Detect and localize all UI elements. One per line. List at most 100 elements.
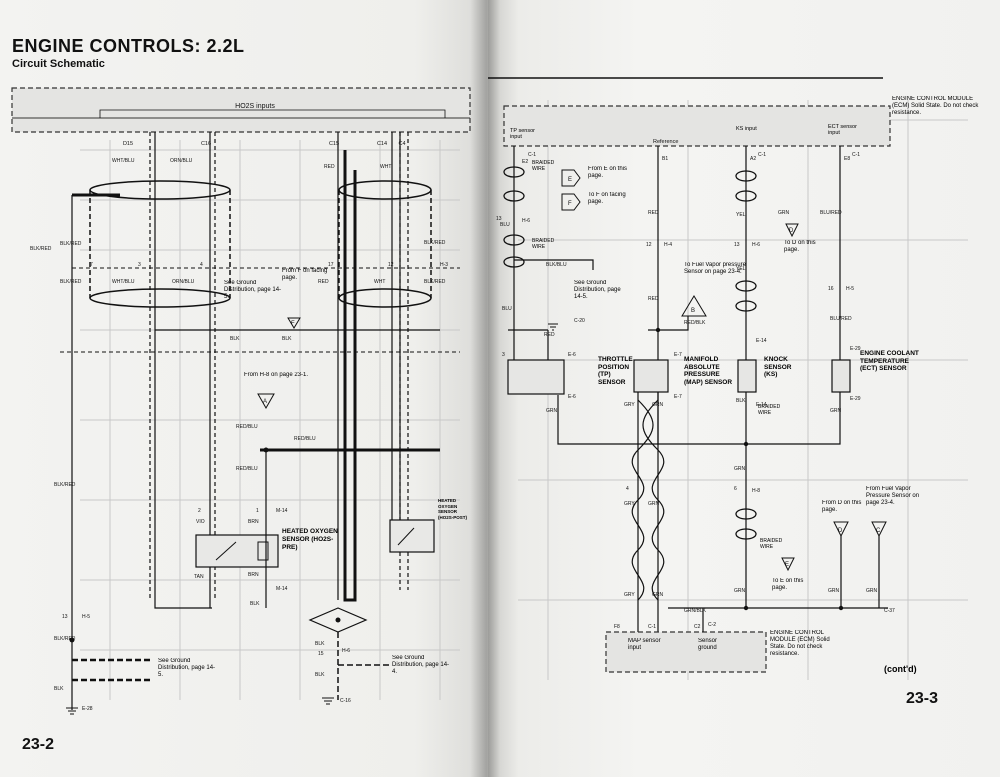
conn-code-e14-b: E-14	[756, 402, 767, 408]
note-from-d: From D on this page.	[822, 500, 862, 513]
wire-grn-1: GRN	[778, 210, 790, 216]
flag-f-label: F	[291, 321, 295, 327]
wire-grn-3: GRN	[652, 402, 664, 408]
flag-f-icon	[287, 317, 301, 329]
wire-red-blk: RED/BLK	[684, 320, 706, 326]
wire-red-r3: RED	[544, 332, 555, 338]
conn-num-4: 4	[200, 262, 203, 268]
pin-c16: C16	[201, 141, 211, 147]
flag-e-bottom-label: E	[785, 562, 789, 568]
flag-c-label: C	[876, 528, 881, 534]
ecm-bottom-label: ENGINE CONTROL MODULE (ECM) Solid State.…	[770, 630, 830, 657]
right-schematic: ENGINE CONTROL MODULE (ECM) Solid State.…	[488, 77, 979, 680]
conn-num-2: 2	[198, 508, 201, 514]
pin-b1: B1	[662, 156, 668, 162]
ground-icon-1	[66, 707, 78, 715]
note-ground-1: See Ground Distribution, page 14-5.	[224, 280, 282, 300]
note-from-e: From E on this page.	[588, 166, 628, 179]
braided-wire-1: BRAIDED WIRE	[532, 160, 555, 172]
conn-num-r13b: 13	[734, 242, 740, 248]
wire-red-2: RED	[318, 279, 329, 285]
flag-f-right-icon	[561, 193, 581, 211]
conn-code-h3: H-3	[440, 262, 448, 268]
conn-code-e28: E-28	[82, 706, 93, 712]
wire-red-r1: RED	[648, 210, 659, 216]
flag-a-label: A	[263, 399, 267, 405]
page-subtitle: Circuit Schematic	[12, 58, 105, 70]
conn-code-e14-a: E-14	[756, 338, 767, 344]
wire-blu-red: BLU/RED	[820, 210, 842, 216]
sensor-ground-label: Sensor ground	[698, 638, 718, 651]
wire-yel-2: YEL	[736, 266, 746, 272]
left-page: ENGINE CONTROLS: 2.2L Circuit Schematic …	[0, 0, 488, 777]
ho2s-post-sensor-box	[389, 519, 435, 553]
note-from-h8: From H-8 on page 23-1.	[244, 372, 309, 378]
map-input-label: MAP sensor input	[628, 638, 661, 651]
wire-tan: TAN	[194, 574, 204, 580]
conn-num-17: 17	[328, 262, 334, 268]
conn-num-12: 12	[388, 262, 394, 268]
conn-code-e6-a: E-6	[568, 352, 576, 358]
note-ground: See Ground Distribution, page 14-5.	[574, 280, 621, 300]
wire-wht-1: WHT	[380, 164, 391, 170]
wire-blk-3: BLK	[250, 601, 260, 607]
tp-sensor-box	[507, 359, 565, 395]
conn-code-h6-r: H-6	[522, 218, 530, 224]
conn-code-e6-b: E-6	[568, 394, 576, 400]
wire-blk-r1: BLK	[736, 398, 746, 404]
wire-blk-5: BLK	[315, 672, 325, 678]
conn-num-r3: 3	[502, 352, 505, 358]
ho2s-pre-sensor-box	[195, 534, 279, 568]
pin-c15: C15	[329, 141, 339, 147]
conn-code-h5-r: H-5	[846, 286, 854, 292]
ho2s-inputs-label: HO2S inputs	[235, 103, 275, 110]
pin-e2: E2	[522, 159, 528, 165]
wire-brn-1: BRN	[248, 519, 259, 525]
note-from-f: From F on facing page.	[282, 268, 328, 281]
reference-label: Reference	[653, 139, 678, 145]
tp-input-label: TP sensor input	[510, 128, 535, 140]
map-sensor-box	[633, 359, 669, 393]
braided-wire-2: BRAIDED WIRE	[532, 238, 555, 250]
wire-grn-4: GRN	[830, 408, 842, 414]
flag-e-bottom-icon	[781, 557, 795, 572]
pin-c1-b: C-1	[758, 152, 766, 158]
ho2s-pre-label: HEATED OXYGEN SENSOR (HO2S-PRE)	[282, 528, 338, 551]
wire-blu-1: BLU	[502, 306, 512, 312]
flag-b-icon	[681, 295, 707, 317]
wire-grn-8: GRN	[734, 588, 746, 594]
pin-c2: C2	[694, 624, 701, 630]
wire-blk-red-7: BLK/RED	[54, 636, 76, 642]
conn-num-r4: 4	[626, 486, 629, 492]
conn-code-e7-a: E-7	[674, 352, 682, 358]
wire-blk-blu: BLK/BLU	[546, 262, 567, 268]
conn-num-r13: 13	[496, 216, 502, 222]
conn-num-3: 3	[138, 262, 141, 268]
conn-code-c16: C-16	[340, 698, 351, 704]
ecm-top-bar	[503, 105, 891, 147]
wire-blk-6: BLK	[54, 686, 64, 692]
conn-num-7: 7	[90, 262, 93, 268]
ect-input-label: ECT sensor input	[828, 124, 857, 136]
contd-label: (cont'd)	[884, 664, 917, 674]
book-gutter	[470, 0, 500, 777]
flag-e-label: E	[568, 177, 572, 183]
wire-red-1: RED	[324, 164, 335, 170]
wire-grn-5: GRN	[734, 466, 746, 472]
braided-wire-3: BRAIDED WIRE	[758, 404, 781, 416]
flag-a-icon	[257, 393, 275, 410]
wire-grn-9: GRN	[828, 588, 840, 594]
wire-red-blu-1: RED/BLU	[236, 424, 258, 430]
wire-wht-2: WHT	[374, 279, 385, 285]
note-to-f: To F on facing page.	[588, 192, 626, 205]
conn-code-m14-2: M-14	[276, 586, 288, 592]
conn-code-c37: C-37	[884, 608, 895, 614]
pin-c1-bottom: C-1	[648, 624, 656, 630]
ground-icon-2	[322, 697, 334, 705]
wire-blu-red-2: BLU/RED	[830, 316, 852, 322]
conn-num-1: 1	[256, 508, 259, 514]
pin-d15: D15	[123, 141, 133, 147]
ecm-top-label: ENGINE CONTROL MODULE (ECM) Solid State.…	[892, 96, 979, 116]
wire-blk-red-5: BLK/RED	[424, 279, 446, 285]
page-number-left: 23-2	[22, 736, 55, 753]
